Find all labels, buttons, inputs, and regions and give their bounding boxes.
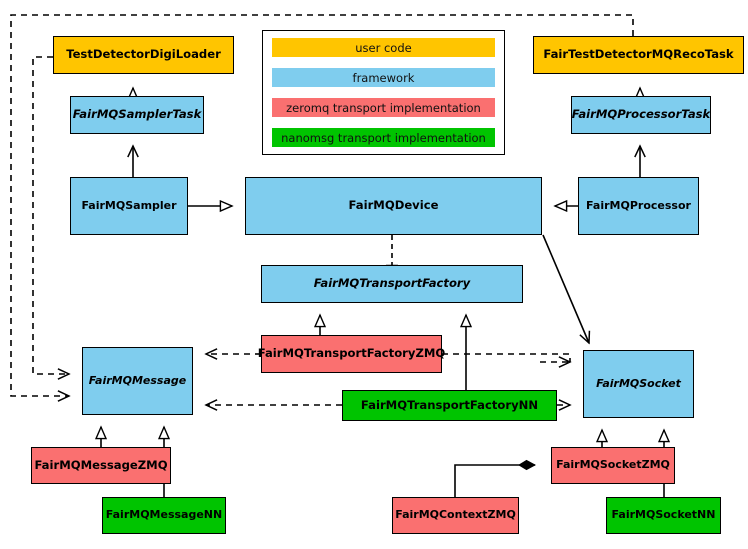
class-box-label: FairMQTransportFactoryNN (360, 397, 539, 412)
edge-device-socket (542, 234, 589, 343)
legend-item-nanomsg: nanomsg transport implementation (272, 128, 495, 147)
legend-label-user-code: user code (355, 40, 412, 55)
legend-panel: user code framework zeromq transport imp… (262, 30, 505, 155)
class-box-fairmqsocketzmq[interactable]: FairMQSocketZMQ (551, 447, 675, 484)
class-box-label: FairMQSamplerTask (72, 107, 202, 122)
class-box-fairmqsampler[interactable]: FairMQSampler (70, 177, 188, 235)
class-box-fairmqsocketnn[interactable]: FairMQSocketNN (606, 497, 721, 534)
legend-label-zeromq: zeromq transport implementation (286, 100, 481, 115)
class-box-label: FairMQMessageNN (105, 508, 223, 522)
class-box-label: FairMQMessage (88, 373, 187, 387)
class-box-label: FairMQSocketZMQ (556, 458, 670, 472)
class-box-label: FairMQContextZMQ (395, 508, 516, 522)
class-box-fairmqdevice[interactable]: FairMQDevice (245, 177, 542, 235)
class-box-fairmqsocket[interactable]: FairMQSocket (583, 350, 694, 418)
class-box-label: FairMQProcessor (586, 198, 691, 212)
class-box-fairmqmessagenn[interactable]: FairMQMessageNN (102, 497, 226, 534)
edge-tfzmq-socket (442, 353, 571, 362)
class-box-fairmqcontextzmq[interactable]: FairMQContextZMQ (392, 497, 519, 534)
class-box-fairmqtransportfactoryzmq[interactable]: FairMQTransportFactoryZMQ (258, 335, 445, 373)
legend-item-framework: framework (272, 68, 495, 87)
class-box-label: FairMQSocketNN (611, 508, 716, 522)
edge-digiloader-message (32, 56, 69, 374)
legend-item-user-code: user code (272, 38, 495, 57)
class-box-label: FairMQTransportFactory (313, 276, 471, 291)
class-box-label: TestDetectorDigiLoader (66, 47, 221, 62)
class-box-testdetectordigiloader[interactable]: TestDetectorDigiLoader (53, 36, 234, 74)
class-box-label: FairMQProcessorTask (571, 107, 711, 122)
class-box-label: FairMQTransportFactoryZMQ (257, 346, 446, 361)
class-box-label: FairMQSampler (81, 198, 177, 212)
class-box-fairmqprocessortask[interactable]: FairMQProcessorTask (571, 96, 711, 134)
class-box-fairmqsamplertask[interactable]: FairMQSamplerTask (70, 96, 204, 134)
class-box-label: FairMQSocket (596, 376, 681, 390)
class-box-label: FairMQDevice (348, 198, 439, 213)
class-box-fairmqmessagezmq[interactable]: FairMQMessageZMQ (31, 447, 171, 484)
edge-contextzmq-socketzmq (454, 465, 535, 497)
legend-label-framework: framework (352, 70, 415, 85)
class-box-label: FairMQMessageZMQ (34, 457, 168, 472)
legend-item-zeromq: zeromq transport implementation (272, 98, 495, 117)
class-box-fairtestdetectormqrecotask[interactable]: FairTestDetectorMQRecoTask (533, 36, 744, 74)
class-box-fairmqtransportfactorynn[interactable]: FairMQTransportFactoryNN (342, 390, 557, 421)
class-box-fairmqprocessor[interactable]: FairMQProcessor (578, 177, 699, 235)
class-box-label: FairTestDetectorMQRecoTask (543, 47, 734, 62)
class-box-fairmqmessage[interactable]: FairMQMessage (82, 347, 193, 415)
legend-label-nanomsg: nanomsg transport implementation (281, 130, 486, 145)
edge-recotask-message (10, 14, 634, 396)
class-box-fairmqtransportfactory[interactable]: FairMQTransportFactory (261, 265, 523, 303)
